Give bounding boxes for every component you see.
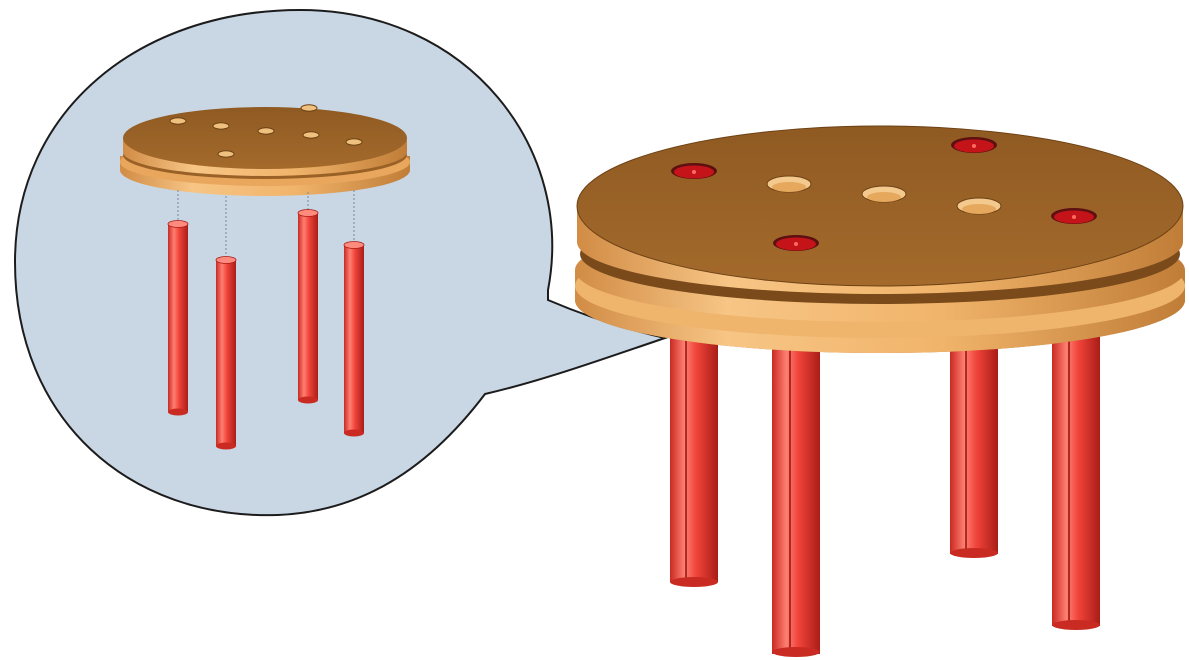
assembled-pin <box>670 300 718 587</box>
assembled-plate <box>575 125 1185 353</box>
exploded-pin <box>167 220 189 416</box>
through-hole <box>766 175 812 193</box>
pin-hole <box>951 137 997 153</box>
exploded-pin <box>343 241 365 437</box>
exploded-pins <box>167 209 365 450</box>
through-hole <box>956 197 1002 215</box>
pin-hole <box>773 235 819 251</box>
assembled-plate-holes <box>671 137 1097 251</box>
pin-hole <box>1051 208 1097 224</box>
assembled-pin <box>1052 300 1100 630</box>
exploded-plate <box>120 104 410 196</box>
callout-bubble <box>13 8 669 517</box>
exploded-plate-holes <box>169 104 363 158</box>
assembled-pin <box>772 320 820 657</box>
exploded-guide-lines <box>177 190 355 258</box>
through-hole <box>861 185 907 203</box>
assembled-pins <box>670 300 1100 657</box>
exploded-view-bubble <box>13 8 669 517</box>
exploded-pin <box>215 256 237 450</box>
exploded-pin <box>297 209 319 404</box>
pin-hole <box>671 163 717 179</box>
